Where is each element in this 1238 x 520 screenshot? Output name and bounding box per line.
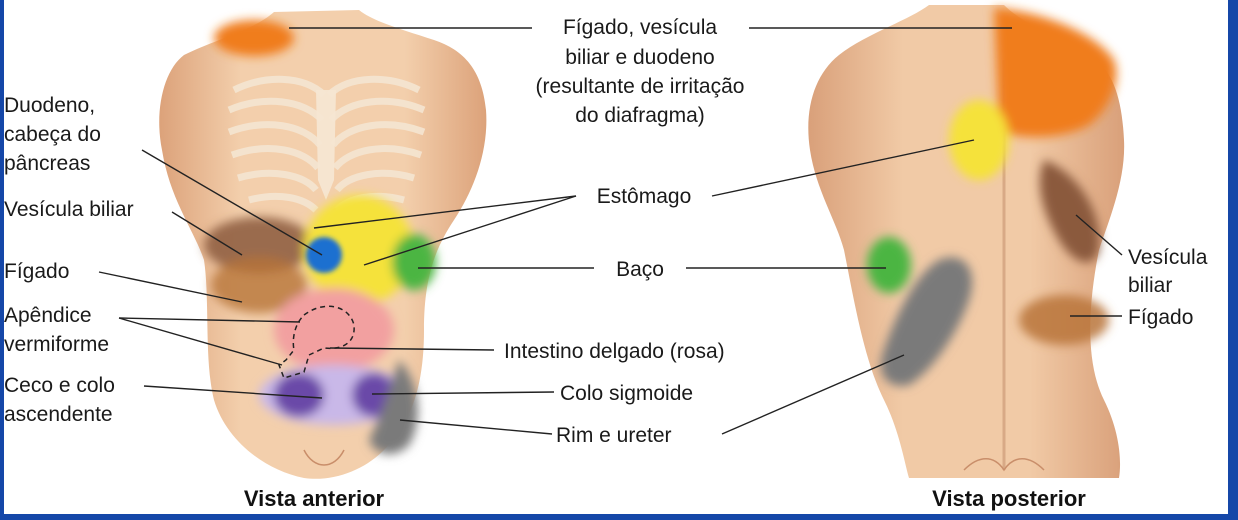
label-liver-gallbladder-duodenum-1: Fígado, vesícula	[563, 16, 717, 39]
kidney-region-back	[880, 257, 973, 386]
sternum	[316, 90, 336, 200]
gallbladder-region-back	[1039, 160, 1100, 263]
small-intestine-region	[274, 288, 394, 372]
stomach-region-back	[949, 100, 1009, 180]
figure-panel: Fígado, vesícula biliar e duodeno (resul…	[4, 0, 1228, 514]
cecum-region	[274, 373, 324, 417]
posterior-pain-regions	[867, 8, 1117, 386]
label-gallbladder-right-2: biliar	[1128, 274, 1172, 297]
posterior-torso	[808, 5, 1125, 478]
duodenum-region	[306, 237, 342, 273]
label-cecum-2: ascendente	[4, 403, 113, 426]
gallbladder-region-front	[204, 217, 314, 273]
gluteal-line	[963, 458, 1045, 472]
label-liver-gallbladder-duodenum-4: do diafragma)	[575, 104, 705, 127]
stomach-region	[304, 195, 414, 305]
leader-lines	[98, 27, 1123, 435]
label-cecum-1: Ceco e colo	[4, 374, 115, 397]
label-kidney: Rim e ureter	[556, 424, 672, 447]
shoulder-liver-region-back	[994, 8, 1117, 137]
kidney-region-front	[369, 360, 418, 455]
label-stomach: Estômago	[597, 185, 692, 208]
caption-posterior: Vista posterior	[932, 486, 1086, 511]
label-appendix-2: vermiforme	[4, 333, 109, 356]
referred-pain-diagram: Fígado, vesícula biliar e duodeno (resul…	[4, 5, 1208, 511]
liver-region-front	[211, 257, 307, 313]
label-sigmoid: Colo sigmoide	[560, 382, 693, 405]
pelvis-line	[303, 449, 345, 466]
spleen-region-front	[392, 234, 436, 290]
shoulder-liver-region	[214, 20, 294, 56]
label-liver-gallbladder-duodenum-2: biliar e duodeno	[565, 46, 714, 69]
label-duodenum-2: cabeça do	[4, 123, 101, 146]
label-gallbladder-right-1: Vesícula	[1128, 246, 1208, 269]
label-liver-left: Fígado	[4, 260, 69, 283]
anterior-torso	[159, 10, 487, 479]
label-duodenum-3: pâncreas	[4, 152, 90, 175]
label-small-intestine: Intestino delgado (rosa)	[504, 340, 725, 363]
label-liver-right: Fígado	[1128, 306, 1193, 329]
label-duodenum-1: Duodeno,	[4, 94, 95, 117]
liver-region-back	[1019, 295, 1109, 345]
caption-anterior: Vista anterior	[244, 486, 385, 511]
appendix-outline	[278, 305, 355, 379]
label-appendix-1: Apêndice	[4, 304, 92, 327]
label-liver-gallbladder-duodenum-3: (resultante de irritação	[536, 75, 745, 98]
label-gallbladder-left: Vesícula biliar	[4, 198, 134, 221]
anterior-pain-regions	[204, 20, 436, 455]
label-spleen: Baço	[616, 258, 664, 281]
spleen-region-back	[867, 237, 911, 293]
labels: Fígado, vesícula biliar e duodeno (resul…	[4, 16, 1208, 511]
